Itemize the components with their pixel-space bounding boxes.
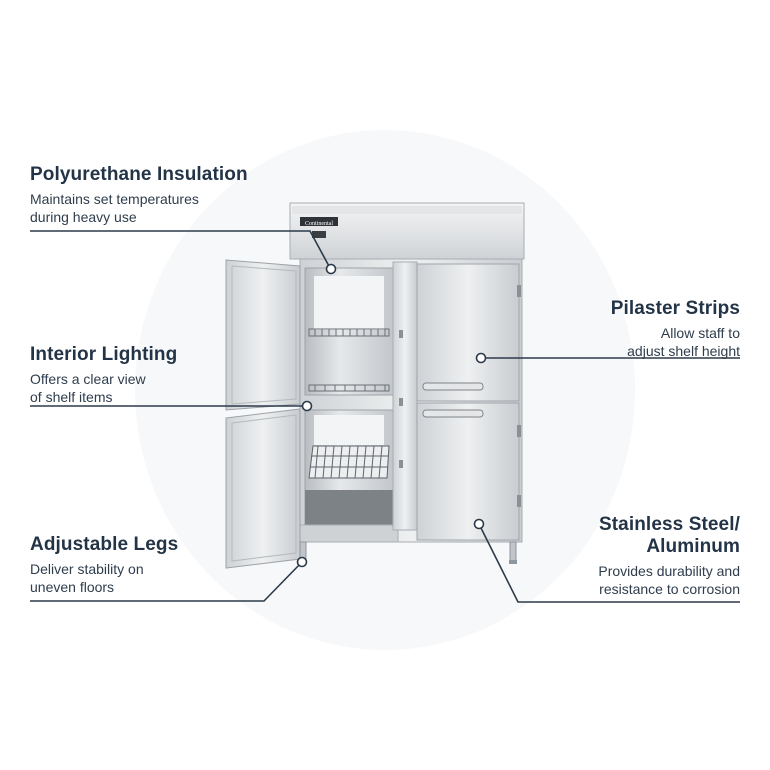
leader-lines [30, 230, 740, 603]
wire-shelf-upper [308, 328, 390, 337]
leader-insulation [30, 230, 331, 269]
right-upper-door-handle [422, 382, 484, 391]
leader-dots [296, 263, 487, 568]
left-upper-door-open [225, 259, 301, 411]
brand-logo: Continental [305, 221, 333, 227]
dot-stainless [473, 518, 485, 530]
dot-pilaster [475, 352, 487, 364]
callout-title: Stainless Steel/Aluminum [598, 514, 740, 557]
right-lower-door [416, 402, 520, 541]
callout-stainless: Stainless Steel/Aluminum Provides durabi… [540, 514, 740, 598]
dot-insulation [325, 263, 337, 275]
callout-title: Interior Lighting [30, 344, 178, 365]
right-upper-door [416, 263, 520, 402]
dot-legs [296, 556, 308, 568]
callout-title: Pilaster Strips [610, 298, 740, 319]
callout-title: Polyurethane Insulation [30, 164, 248, 185]
leader-legs [30, 561, 303, 602]
dot-lighting [301, 400, 313, 412]
callout-insulation: Polyurethane Insulation Maintains set te… [30, 164, 290, 226]
wire-shelf-lower [308, 445, 390, 479]
wire-shelf-middle [308, 384, 390, 392]
right-lower-door-handle [422, 409, 484, 418]
callout-title: Adjustable Legs [30, 534, 179, 555]
leg-front-right [509, 541, 517, 563]
center-mullion [392, 261, 418, 531]
leader-stainless [478, 523, 740, 603]
brand-badge [300, 217, 338, 226]
